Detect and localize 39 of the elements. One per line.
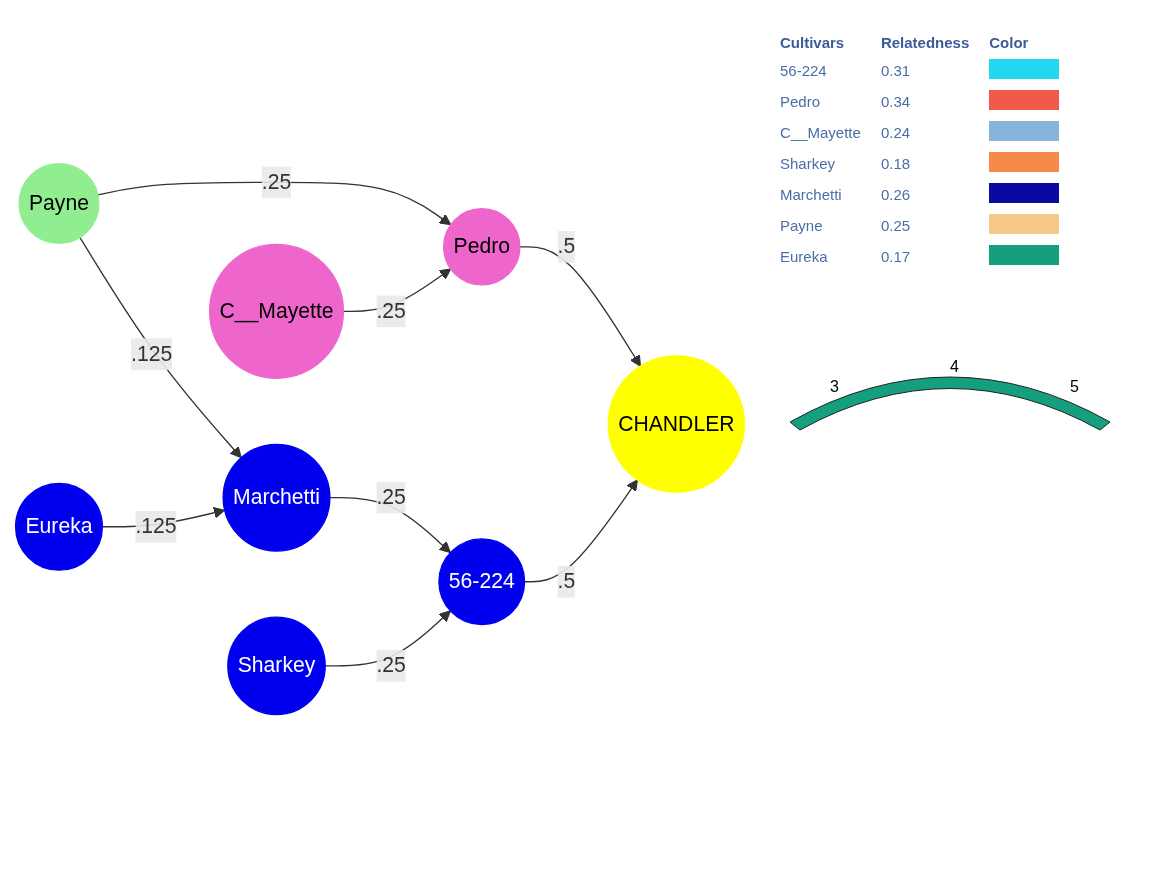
cultivar-name: C__Mayette bbox=[779, 123, 862, 143]
relatedness-value: 0.25 bbox=[879, 216, 912, 236]
node-circle: 56-224 bbox=[438, 538, 526, 626]
node-circle: Payne bbox=[18, 162, 100, 244]
cultivar-name: Eureka bbox=[779, 247, 829, 267]
cultivar-name: Marchetti bbox=[779, 185, 843, 205]
edge-label: .5 bbox=[557, 234, 576, 258]
column-header: Cultivars bbox=[779, 33, 846, 53]
relatedness-value: 0.31 bbox=[879, 61, 912, 81]
node-circle: C__Mayette bbox=[208, 243, 345, 379]
column-header: Relatedness bbox=[879, 33, 971, 53]
cultivar-name: Pedro bbox=[779, 92, 822, 112]
arrow bbox=[97, 181, 452, 226]
node-circle: Eureka bbox=[14, 482, 104, 571]
chart-tick-label: 5 bbox=[1070, 378, 1079, 395]
arrow bbox=[519, 246, 641, 367]
node-circle: CHANDLER bbox=[607, 355, 746, 493]
relatedness-value: 0.24 bbox=[879, 123, 912, 143]
edge-label: .25 bbox=[261, 170, 292, 193]
edge-label: .25 bbox=[376, 653, 406, 677]
cultivar-name: 56-224 bbox=[779, 61, 828, 81]
chart-tick-label: 4 bbox=[950, 358, 959, 375]
edge-label: .25 bbox=[376, 485, 406, 509]
edge-label: .125 bbox=[135, 514, 177, 538]
arrow bbox=[79, 236, 242, 459]
relatedness-value: 0.34 bbox=[879, 92, 912, 112]
node-circle: Sharkey bbox=[227, 616, 326, 716]
edge-label: .5 bbox=[557, 569, 576, 593]
node-circle: Pedro bbox=[442, 208, 521, 286]
column-header: Color bbox=[988, 33, 1030, 53]
node-circle: Marchetti bbox=[222, 443, 331, 552]
relatedness-value: 0.18 bbox=[879, 154, 912, 174]
relatedness-value: 0.26 bbox=[879, 185, 912, 205]
cultivar-name: Payne bbox=[779, 216, 824, 236]
cultivar-name: Sharkey bbox=[779, 154, 837, 174]
edge-label: .125 bbox=[131, 342, 173, 365]
chart-tick-label: 3 bbox=[830, 378, 839, 395]
relatedness-value: 0.17 bbox=[879, 247, 912, 267]
edge-label: .25 bbox=[376, 299, 406, 322]
